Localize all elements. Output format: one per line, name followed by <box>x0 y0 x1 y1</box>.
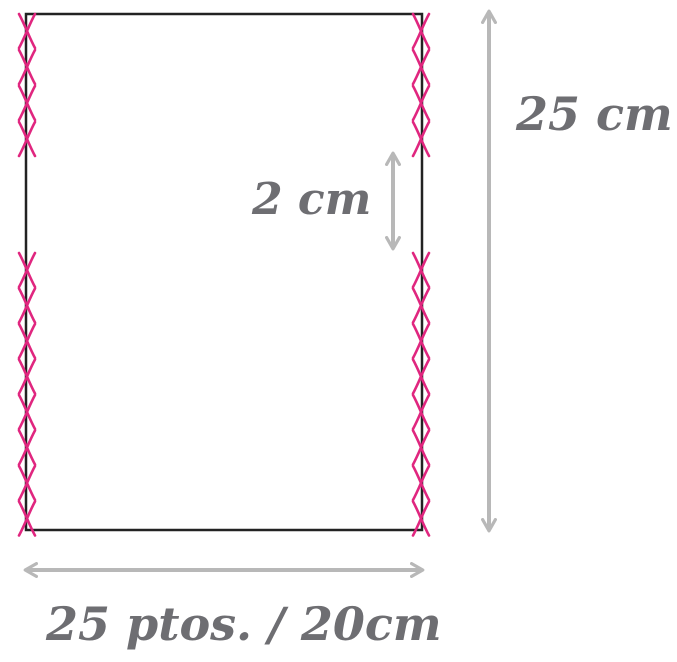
stitch-right-bottom <box>411 500 431 537</box>
gap-label: 2 cm <box>251 174 371 225</box>
stitch-left-top <box>17 48 37 86</box>
stitch-right-bottom <box>411 287 431 324</box>
stitch-group-left-top <box>17 12 37 158</box>
stitch-left-top <box>17 12 37 50</box>
stitch-left-top <box>17 120 37 158</box>
stitch-left-bottom <box>17 358 37 395</box>
stitch-right-top <box>411 12 431 50</box>
stitch-right-top <box>411 84 431 122</box>
stitch-group-right-top <box>411 12 431 158</box>
height-label: 25 cm <box>515 87 673 141</box>
stitch-left-bottom <box>17 251 37 289</box>
stitch-group-left-bottom <box>17 251 37 537</box>
width-label: 25 ptos. / 20cm <box>45 597 442 651</box>
stitch-left-bottom <box>17 500 37 537</box>
stitch-right-bottom <box>411 464 431 502</box>
stitch-group-right-bottom <box>411 251 431 537</box>
stitch-right-bottom <box>411 251 431 289</box>
stitch-right-bottom <box>411 322 431 360</box>
stitch-left-top <box>17 84 37 122</box>
stitch-right-bottom <box>411 358 431 395</box>
stitch-right-bottom <box>411 393 431 431</box>
stitch-left-bottom <box>17 287 37 324</box>
fabric-rectangle <box>24 12 424 532</box>
stitch-left-bottom <box>17 464 37 502</box>
stitch-right-top <box>411 120 431 158</box>
stitch-left-bottom <box>17 393 37 431</box>
stitch-right-bottom <box>411 429 431 466</box>
stitch-right-top <box>411 48 431 86</box>
stitch-left-bottom <box>17 429 37 466</box>
stitch-left-bottom <box>17 322 37 360</box>
